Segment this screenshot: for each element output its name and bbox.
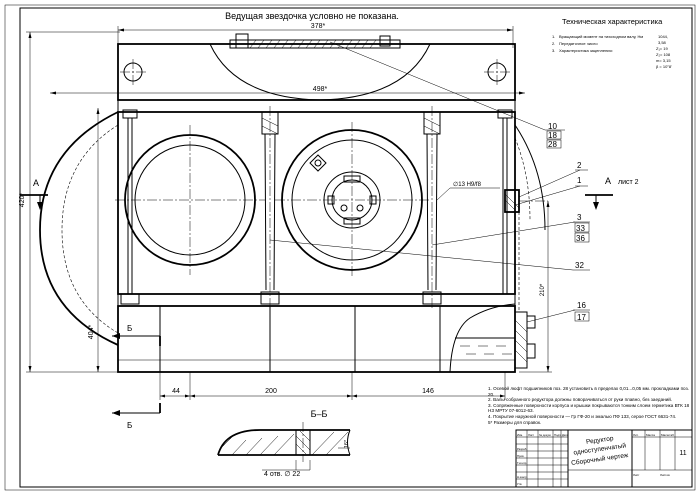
tb-sheet: Лист bbox=[633, 473, 640, 477]
callout-1: 1 bbox=[577, 176, 582, 185]
dim-404-label: 404* bbox=[88, 325, 95, 340]
callout-36: 36 bbox=[576, 234, 585, 243]
tech-value-z2: Z₂= 108 bbox=[656, 52, 671, 57]
housing-left-arc-outer bbox=[39, 111, 119, 346]
section-a-left-label: А bbox=[33, 178, 39, 188]
tb-scale: Масштаб bbox=[661, 433, 674, 437]
tb-sheet-no: 11 bbox=[679, 450, 686, 457]
section-b-top-label: Б bbox=[127, 324, 132, 333]
bolt-1 bbox=[120, 109, 140, 305]
oil-section-break bbox=[449, 303, 516, 373]
callout-3: 3 bbox=[577, 213, 582, 222]
dim-498-label: 498* bbox=[313, 86, 328, 93]
tech-item-3-num: 3. bbox=[552, 48, 555, 53]
callout-17: 17 bbox=[577, 313, 586, 322]
tech-characteristics: Техническая характеристика 1. Вращающий … bbox=[552, 17, 672, 69]
top-note: Ведущая звездочка условно не показана. bbox=[225, 11, 399, 21]
tb-izm: Изм. bbox=[517, 433, 523, 437]
tech-item-1-num: 1. bbox=[552, 34, 555, 39]
section-a-left: А bbox=[20, 178, 48, 210]
tech-title: Техническая характеристика bbox=[562, 17, 663, 26]
reducer-housing bbox=[39, 33, 548, 373]
tb-doc: № докум. bbox=[539, 433, 552, 437]
tb-lit: Лит. bbox=[633, 433, 639, 437]
callout-32: 32 bbox=[575, 261, 584, 270]
section-b-b-view: Б–Б 16* 4 отв. ∅ 22 bbox=[217, 409, 351, 478]
note-4: 4. Покрытие наружной поверхности — Гр ГФ… bbox=[488, 413, 677, 419]
dimension-404: 404* bbox=[88, 108, 100, 372]
joint-flange bbox=[117, 99, 516, 113]
note-1: 1. Осевой люфт подшипников поз. 28 устан… bbox=[488, 386, 689, 397]
housing-left-arc-inner bbox=[61, 124, 119, 334]
note-3: 3. Сопряженные поверхности корпуса и кры… bbox=[488, 402, 690, 414]
callout-33: 33 bbox=[576, 224, 585, 233]
dimension-bottom-chain: 44 200 146 bbox=[159, 372, 506, 400]
cover-screw bbox=[379, 35, 391, 47]
tb-prov: Пров. bbox=[517, 454, 525, 458]
tb-razrab: Разраб. bbox=[517, 447, 527, 451]
tech-item-1-text: Вращающий момент на тихоходном валу, Нм bbox=[559, 34, 643, 39]
holes-label: 4 отв. ∅ 22 bbox=[264, 471, 300, 478]
section-a-right-label: А bbox=[605, 176, 611, 186]
callouts: 10 18 28 2 1 3 33 36 32 16 17 bbox=[269, 41, 590, 323]
sheet-outer-border bbox=[4, 4, 696, 491]
tech-value-beta: β = 10°8' bbox=[656, 64, 672, 69]
callout-2: 2 bbox=[577, 161, 582, 170]
callout-28: 28 bbox=[548, 140, 557, 149]
dimension-498: 498* bbox=[50, 86, 525, 95]
dim-420-label: 420* bbox=[19, 193, 26, 208]
tech-item-2-text: Передаточное число bbox=[559, 41, 598, 46]
dim-210-label: 210* bbox=[540, 283, 546, 296]
tb-list: Лист bbox=[528, 433, 535, 437]
tech-value-z1: Z₁= 19 bbox=[656, 46, 668, 51]
tb-sheets: Листов bbox=[660, 473, 670, 477]
tb-name-line1: Редуктор bbox=[586, 435, 615, 446]
dim-146-label: 146 bbox=[422, 388, 434, 395]
callout-18: 18 bbox=[548, 131, 557, 140]
tech-item-2-num: 2. bbox=[552, 41, 555, 46]
tech-value-module: m= 3,15 bbox=[656, 58, 671, 63]
tech-value-ratio: 3,58 bbox=[658, 40, 667, 45]
base-flange bbox=[117, 293, 516, 307]
section-b-bottom: Б bbox=[112, 403, 161, 430]
dimension-420: 420* bbox=[19, 31, 120, 372]
callout-16: 16 bbox=[577, 301, 586, 310]
tb-mass: Масса bbox=[646, 433, 655, 437]
section-b-top: Б bbox=[112, 324, 161, 346]
tb-utv: Утв. bbox=[517, 482, 523, 486]
sight-plug bbox=[309, 154, 327, 172]
dim-16-label: 16* bbox=[344, 439, 350, 448]
inspection-cover bbox=[229, 39, 401, 49]
tech-value-torque: 1044, bbox=[658, 34, 668, 39]
tb-nkontr: Н.контр. bbox=[517, 475, 528, 479]
tb-date: Дата bbox=[562, 433, 569, 437]
bolt-4 bbox=[497, 109, 513, 294]
breather-plug bbox=[235, 33, 249, 49]
technical-notes: 1. Осевой люфт подшипников поз. 28 устан… bbox=[488, 386, 690, 425]
housing-right-arc bbox=[514, 124, 546, 231]
section-b-b-title: Б–Б bbox=[311, 409, 328, 419]
bolt-3 bbox=[422, 106, 442, 310]
sheet-frame bbox=[19, 7, 693, 488]
note-2: 2. Валы собранного редуктора должны пово… bbox=[488, 397, 673, 403]
bolt-2 bbox=[260, 106, 280, 310]
dim-200-label: 200 bbox=[265, 388, 277, 395]
tb-sign: Подп. bbox=[554, 433, 562, 437]
inspection-cover-hatch bbox=[249, 39, 377, 49]
tech-item-3-text: Характеристика зацепления: bbox=[559, 48, 613, 53]
dim-378-label: 378* bbox=[311, 23, 326, 30]
section-a-sheet-ref: лист 2 bbox=[618, 179, 639, 186]
dim-44-label: 44 bbox=[172, 388, 180, 395]
dimension-210: 210* bbox=[519, 201, 552, 373]
fit-label: ∅13 H9/f8 bbox=[453, 181, 482, 188]
callout-10: 10 bbox=[548, 122, 557, 131]
section-a-right: А лист 2 bbox=[585, 176, 639, 210]
tb-tkontr: Т.контр. bbox=[517, 461, 527, 465]
note-5: 5* Размеры для справок. bbox=[488, 419, 542, 425]
section-b-bottom-label: Б bbox=[127, 421, 132, 430]
